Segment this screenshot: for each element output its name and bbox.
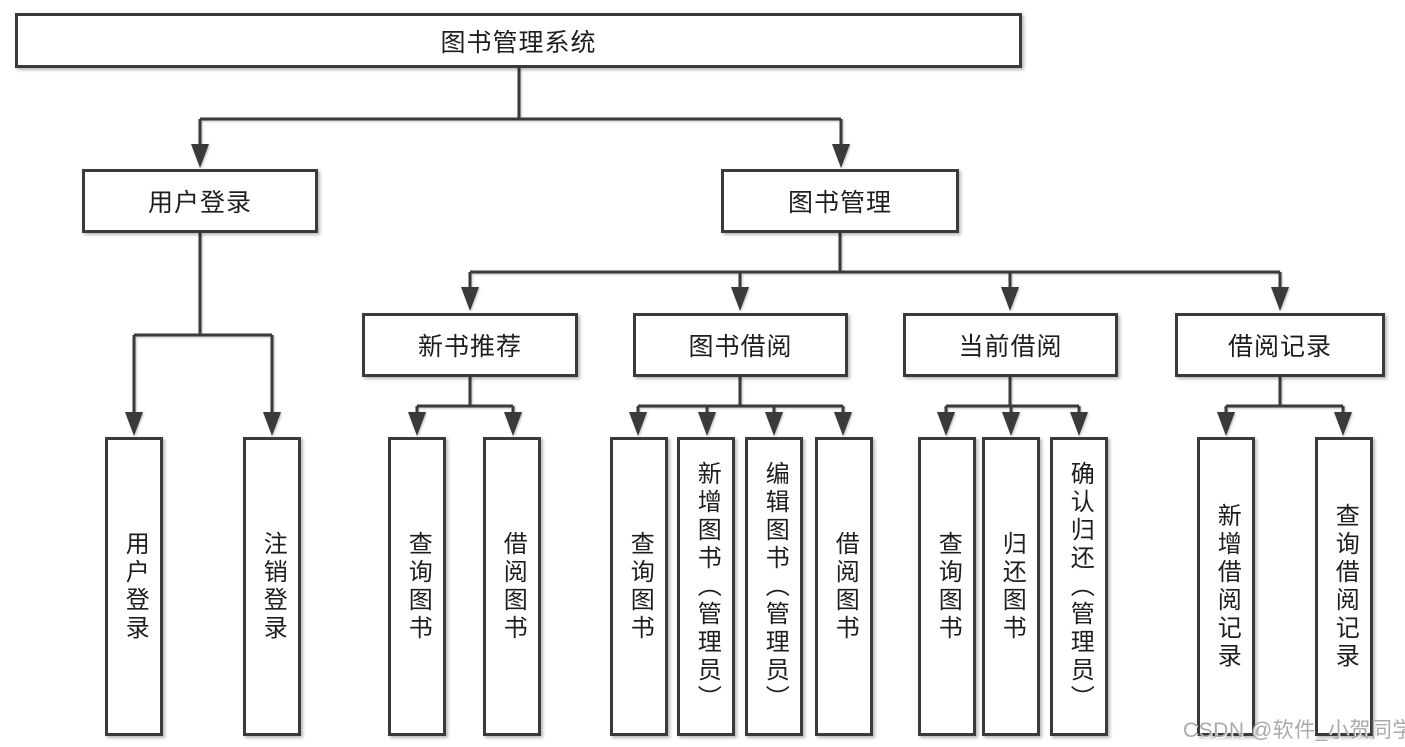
node-root: 图书管理系统: [15, 13, 1022, 68]
leaf-newbooks-borrow-books: 借阅图书: [483, 437, 541, 736]
leaf-newbooks-query-books-label: 查询图书: [404, 530, 432, 643]
leaf-newbooks-borrow-books-label: 借阅图书: [499, 530, 527, 643]
leaf-user-login: 用户登录: [105, 437, 163, 736]
node-book-management-label: 图书管理: [787, 189, 892, 217]
arrowheads: [125, 144, 1352, 436]
leaf-bookborrow-add-books-admin-label: 新增图书（管理员）: [693, 460, 721, 713]
node-book-management: 图书管理: [721, 169, 959, 233]
node-root-label: 图书管理系统: [440, 28, 597, 57]
node-user-login: 用户登录: [82, 169, 318, 233]
leaf-bookborrow-add-books-admin: 新增图书（管理员）: [677, 437, 735, 736]
node-book-borrow: 图书借阅: [633, 313, 848, 377]
leaf-bookborrow-borrow-books-label: 借阅图书: [831, 530, 859, 643]
leaf-records-query-borrow-record-label: 查询借阅记录: [1331, 502, 1359, 671]
leaf-bookborrow-edit-books-admin-label: 编辑图书（管理员）: [761, 460, 789, 713]
leaf-bookborrow-query-books-label: 查询图书: [626, 530, 654, 643]
node-user-login-label: 用户登录: [147, 189, 252, 217]
node-borrow-records: 借阅记录: [1175, 313, 1385, 377]
leaf-newbooks-query-books: 查询图书: [388, 437, 446, 736]
leaf-records-query-borrow-record: 查询借阅记录: [1315, 437, 1373, 736]
leaf-currentborrow-return-books-label: 归还图书: [998, 530, 1026, 643]
leaf-bookborrow-borrow-books: 借阅图书: [815, 437, 873, 736]
leaf-currentborrow-confirm-return-admin: 确认归还（管理员）: [1050, 437, 1108, 736]
leaf-currentborrow-query-books-label: 查询图书: [934, 530, 962, 643]
node-new-book-recommend: 新书推荐: [362, 313, 578, 377]
node-borrow-records-label: 借阅记录: [1227, 333, 1332, 361]
csdn-watermark: CSDN @软件_小贺同学: [1183, 719, 1405, 742]
node-current-borrow-label: 当前借阅: [958, 333, 1063, 361]
leaf-user-login-label: 用户登录: [121, 530, 149, 643]
leaf-bookborrow-query-books: 查询图书: [610, 437, 668, 736]
leaf-currentborrow-confirm-return-admin-label: 确认归还（管理员）: [1066, 460, 1094, 713]
leaf-logout-label: 注销登录: [259, 530, 287, 643]
leaf-currentborrow-return-books: 归还图书: [982, 437, 1040, 736]
leaf-logout: 注销登录: [243, 437, 301, 736]
leaf-records-add-borrow-record-label: 新增借阅记录: [1213, 502, 1241, 671]
leaf-bookborrow-edit-books-admin: 编辑图书（管理员）: [745, 437, 803, 736]
node-current-borrow: 当前借阅: [903, 313, 1118, 377]
leaf-records-add-borrow-record: 新增借阅记录: [1197, 437, 1255, 736]
leaf-currentborrow-query-books: 查询图书: [918, 437, 976, 736]
node-book-borrow-label: 图书借阅: [688, 333, 793, 361]
node-new-book-recommend-label: 新书推荐: [417, 333, 522, 361]
